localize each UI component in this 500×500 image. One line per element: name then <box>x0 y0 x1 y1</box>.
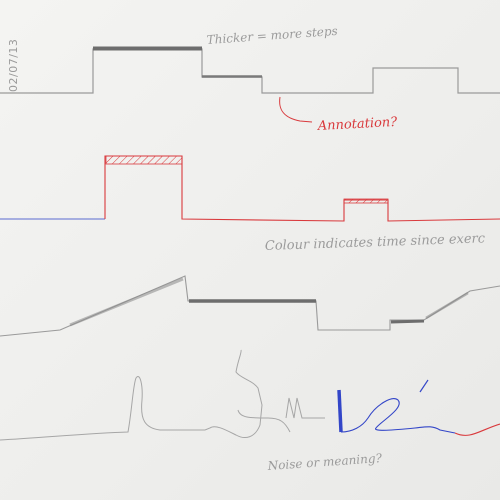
red-tail <box>454 423 500 436</box>
note-colour: Colour indicates time since exerc <box>265 231 486 254</box>
blue-spike <box>337 389 343 433</box>
red-step-line <box>104 155 500 222</box>
slope-graph <box>0 275 500 337</box>
step-graph-2: Colour indicates time since exerc <box>0 155 500 254</box>
blue-tick-mark <box>419 379 429 393</box>
hatched-block-2 <box>343 198 389 204</box>
hatched-block-1 <box>105 155 183 165</box>
date-label: 02/07/13 <box>7 39 20 92</box>
slope-shading <box>69 277 184 327</box>
note-noise: Noise or meaning? <box>266 451 383 473</box>
step-line-1 <box>0 48 500 94</box>
ramp-shading <box>425 291 469 320</box>
blue-squiggle <box>340 398 456 434</box>
note-annotation: Annotation? <box>316 115 398 134</box>
annotation-hook <box>279 96 313 123</box>
step-graph-1: Thicker = more steps <box>0 24 500 94</box>
short-thick-segment <box>390 319 425 324</box>
noise-graph: Noise or meaning? <box>0 349 500 473</box>
note-thicker: Thicker = more steps <box>206 24 338 47</box>
annotation-callout: Annotation? <box>279 96 399 134</box>
slope-line <box>0 275 500 337</box>
noise-line <box>0 349 325 441</box>
